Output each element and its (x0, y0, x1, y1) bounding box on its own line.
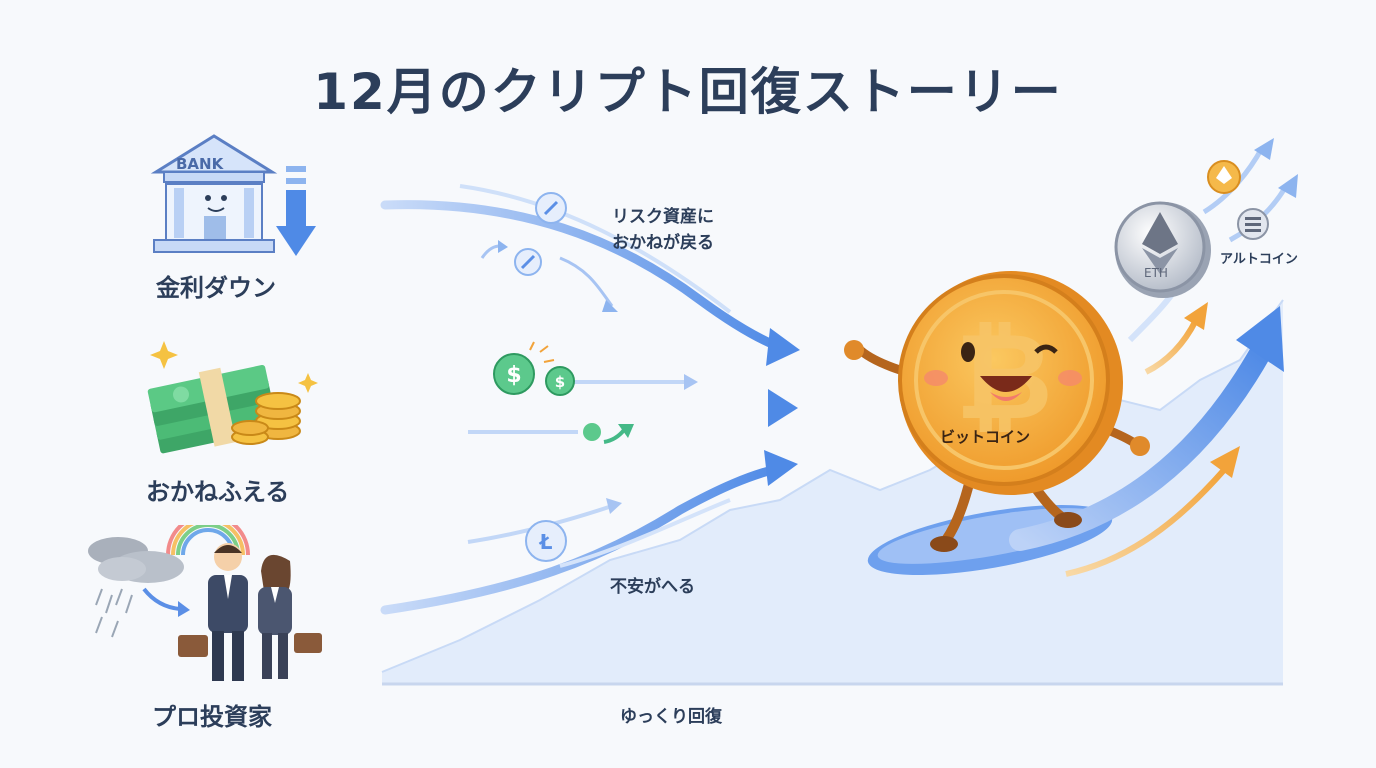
dollar-coin-icon (545, 366, 575, 396)
label-altcoin: アルトコイン (1220, 252, 1298, 267)
factor-label-interest: 金利ダウン (156, 274, 276, 302)
label-slow-recovery: ゆっくり回復 (620, 707, 722, 727)
factor-label-money: おかねふえる (146, 478, 290, 506)
svg-text:Ł: Ł (539, 530, 553, 554)
bank-icon (150, 134, 316, 256)
label-risk-assets: リスク資産に おかねが戻る (612, 204, 714, 256)
money-stack-icon (147, 341, 318, 454)
svg-text:$: $ (555, 373, 565, 391)
label-eth: ETH (1144, 266, 1168, 280)
svg-text:$: $ (506, 363, 521, 388)
bank-sign: BANK (176, 155, 224, 173)
factor-investors (78, 513, 338, 695)
bitcoin-character: ₿ (844, 271, 1150, 552)
recovery-area (382, 300, 1283, 684)
label-less-anxiety: 不安がへる (610, 577, 695, 597)
factor-money (128, 325, 318, 465)
arrow-up-blue (1009, 339, 1273, 551)
investors-icon (88, 513, 322, 681)
page-title: 12月のクリプト回復ストーリー (313, 63, 1063, 121)
litecoin-icon (525, 520, 567, 562)
eth-coin-icon (1114, 201, 1211, 298)
arrow-top (380, 200, 787, 353)
label-risk-assets-line2: おかねが戻る (612, 233, 714, 253)
green-dot-icon (583, 423, 601, 441)
dollar-coin-icon (493, 353, 535, 395)
arrow-up-orange (1065, 468, 1227, 577)
factor-label-investors: プロ投資家 (152, 703, 272, 731)
arrow-bottom (380, 463, 785, 615)
label-bitcoin: ビットコイン (940, 428, 1031, 446)
factor-interest-rate: BANK (140, 128, 360, 298)
label-risk-assets-line1: リスク資産に (612, 207, 714, 227)
